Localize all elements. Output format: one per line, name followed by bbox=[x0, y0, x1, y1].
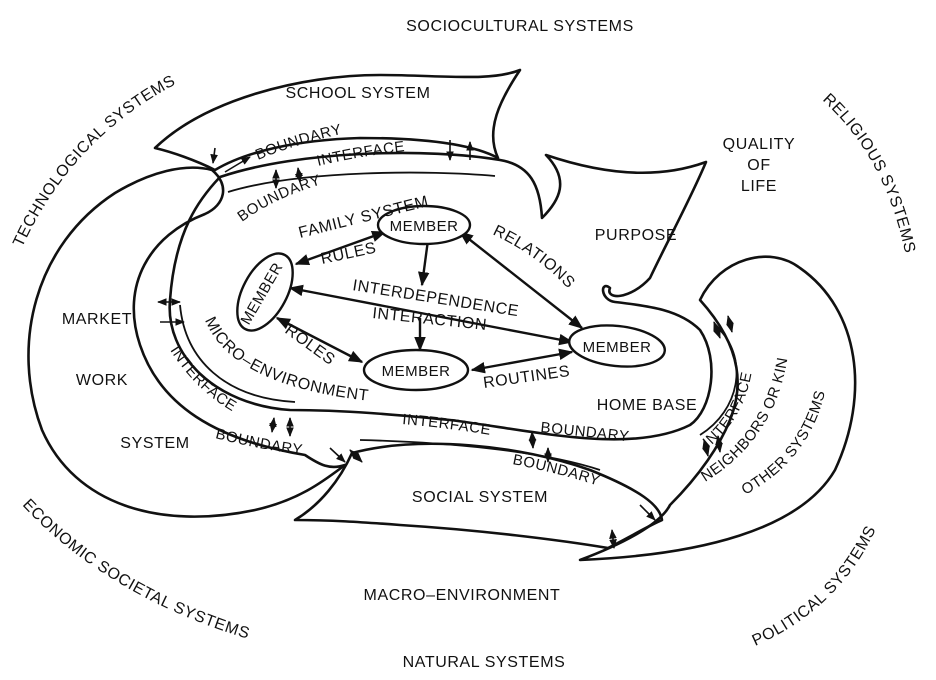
of-label: OF bbox=[747, 157, 770, 174]
svg-text:MEMBER: MEMBER bbox=[382, 363, 451, 380]
boundary-right-label: BOUNDARY bbox=[540, 419, 630, 445]
interface-top-label: INTERFACE bbox=[315, 138, 406, 170]
religious-systems-label: RELIGIOUS SYSTEMS bbox=[819, 90, 918, 254]
member-right: MEMBER bbox=[568, 324, 666, 368]
social-system-label: SOCIAL SYSTEM bbox=[412, 489, 548, 506]
svg-text:MEMBER: MEMBER bbox=[390, 218, 459, 235]
purpose-label: PURPOSE bbox=[595, 227, 677, 244]
school-system-label: SCHOOL SYSTEM bbox=[285, 85, 430, 102]
interface-arrows bbox=[157, 140, 734, 549]
political-systems-label: POLITICAL SYSTEMS bbox=[750, 523, 880, 650]
interface-middle-label: INTERFACE bbox=[402, 411, 493, 439]
sociocultural-systems-label: SOCIOCULTURAL SYSTEMS bbox=[406, 18, 634, 35]
market-label: MARKET bbox=[62, 311, 132, 328]
boundary-inner-label: BOUNDARY bbox=[234, 172, 322, 226]
market-work-system-shape bbox=[27, 166, 347, 518]
life-label: LIFE bbox=[741, 178, 777, 195]
svg-text:MEMBER: MEMBER bbox=[583, 339, 652, 356]
technological-systems-label: TECHNOLOGICAL SYSTEMS bbox=[10, 72, 178, 249]
school-system-shape bbox=[153, 68, 522, 172]
routines-label: ROUTINES bbox=[482, 363, 571, 392]
macro-environment-label: MACRO–ENVIRONMENT bbox=[364, 587, 561, 604]
relations-label: RELATIONS bbox=[490, 222, 578, 292]
home-base-label: HOME BASE bbox=[597, 397, 698, 414]
neighbors-kin-shape bbox=[578, 255, 857, 562]
system-label: SYSTEM bbox=[120, 435, 189, 452]
quality-label: QUALITY bbox=[723, 136, 796, 153]
economic-societal-systems-label: ECONOMIC SOCIETAL SYSTEMS bbox=[19, 496, 252, 643]
member-bottom: MEMBER bbox=[362, 348, 470, 392]
work-label: WORK bbox=[76, 372, 128, 389]
inner-interface-band bbox=[179, 171, 738, 471]
member-top: MEMBER bbox=[376, 204, 472, 246]
micro-environment-shape bbox=[168, 151, 713, 441]
member-relations bbox=[275, 230, 584, 374]
boundary-social-label: BOUNDARY bbox=[511, 451, 602, 489]
natural-systems-label: NATURAL SYSTEMS bbox=[403, 654, 566, 671]
